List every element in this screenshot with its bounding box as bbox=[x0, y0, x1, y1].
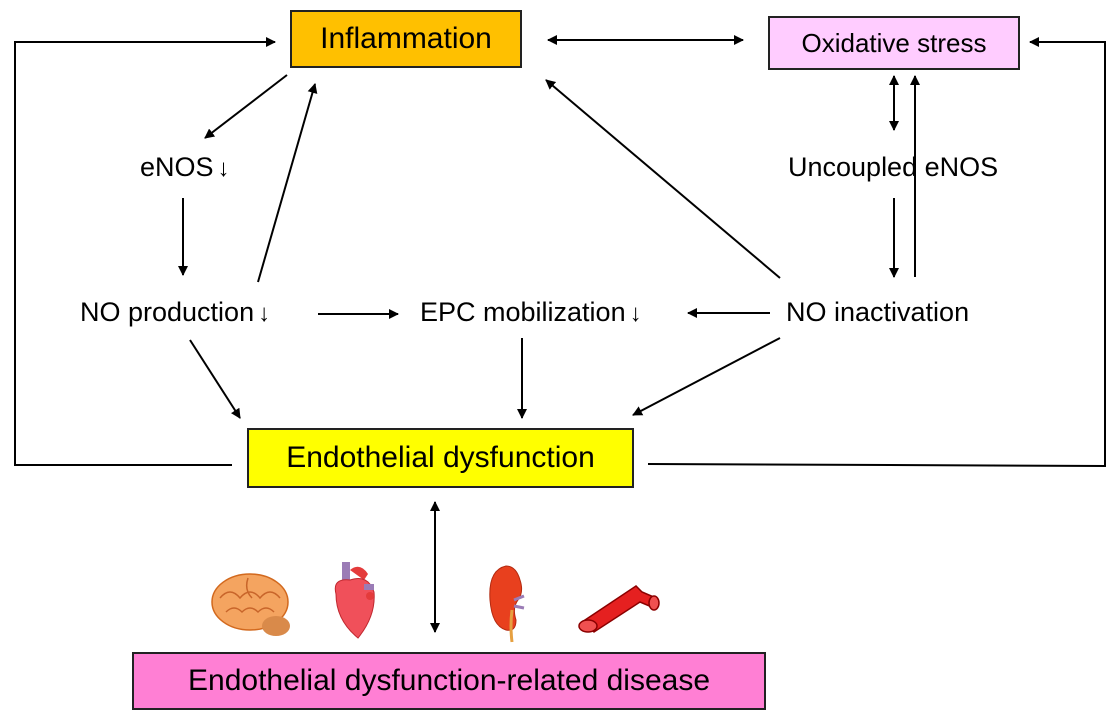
oxidative-stress-label: Oxidative stress bbox=[801, 27, 987, 58]
edge-no-inactivation-to-inflammation bbox=[545, 79, 781, 279]
no-inactivation-node: NO inactivation bbox=[786, 297, 969, 328]
blood-vessel-icon bbox=[578, 585, 660, 633]
uncoupled-enos-label: Uncoupled eNOS bbox=[788, 152, 999, 182]
enos-label: eNOS bbox=[140, 152, 214, 182]
decrease-arrow-icon: ↓ bbox=[217, 155, 230, 182]
oxidative-stress-node: Oxidative stress bbox=[768, 16, 1020, 70]
no-production-node: NO production↓ bbox=[80, 297, 270, 328]
decrease-arrow-icon: ↓ bbox=[258, 300, 271, 327]
edge-no-production-to-ed bbox=[189, 339, 241, 419]
edge-no-inactivation-to-ed bbox=[632, 337, 781, 416]
inflammation-label: Inflammation bbox=[320, 22, 492, 55]
related-disease-node: Endothelial dysfunction-related disease bbox=[132, 652, 766, 710]
inflammation-node: Inflammation bbox=[290, 10, 522, 68]
brain-icon bbox=[211, 573, 290, 636]
kidney-icon bbox=[489, 565, 525, 643]
edge-no-production-to-inflammation bbox=[257, 83, 318, 283]
endothelial-dysfunction-label: Endothelial dysfunction bbox=[286, 441, 595, 474]
edge-ed-to-inflammation bbox=[14, 37, 276, 466]
uncoupled-enos-node: Uncoupled eNOS bbox=[788, 152, 998, 183]
decrease-arrow-icon: ↓ bbox=[629, 300, 642, 327]
no-production-label: NO production bbox=[80, 297, 255, 327]
heart-icon bbox=[334, 562, 375, 639]
epc-mobilization-node: EPC mobilization↓ bbox=[420, 297, 642, 328]
endothelial-dysfunction-node: Endothelial dysfunction bbox=[247, 428, 634, 488]
edge-inflammation-to-enos bbox=[204, 74, 288, 139]
no-inactivation-label: NO inactivation bbox=[786, 297, 970, 327]
related-disease-label: Endothelial dysfunction-related disease bbox=[188, 664, 710, 697]
epc-mobilization-label: EPC mobilization bbox=[420, 297, 626, 327]
edge-ed-to-oxidative-stress bbox=[647, 37, 1106, 468]
enos-node: eNOS↓ bbox=[140, 152, 230, 183]
